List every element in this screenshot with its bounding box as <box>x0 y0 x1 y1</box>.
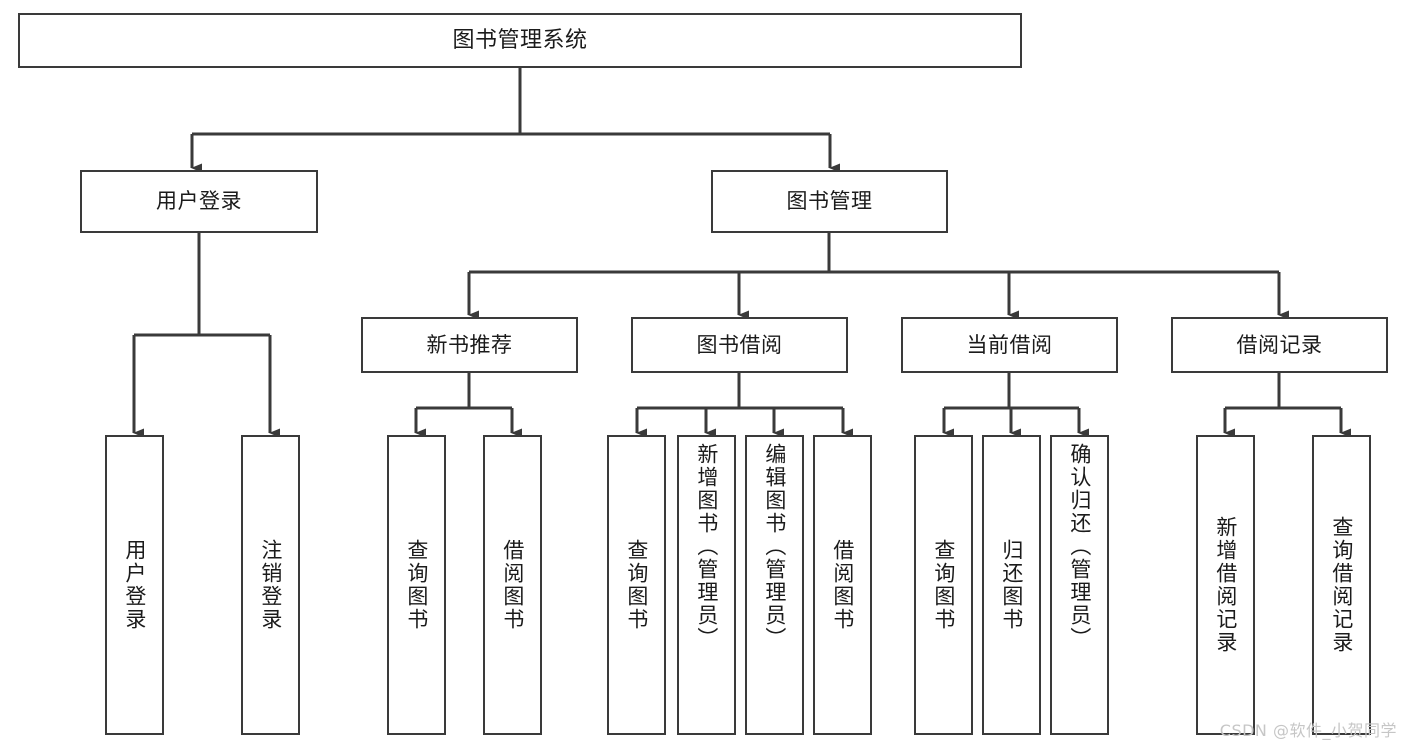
node-leaf-borrow-book-1[interactable]: 借阅图书 <box>483 435 542 735</box>
node-leaf-query-record-label: 查询借阅记录 <box>1329 516 1354 654</box>
node-leaf-query-book-1-label: 查询图书 <box>404 539 429 631</box>
node-leaf-borrow-book-1-label: 借阅图书 <box>500 539 525 631</box>
node-leaf-query-book-2[interactable]: 查询图书 <box>607 435 666 735</box>
node-leaf-query-book-3[interactable]: 查询图书 <box>914 435 973 735</box>
node-leaf-query-book-2-label: 查询图书 <box>624 539 649 631</box>
node-root-label: 图书管理系统 <box>452 27 588 53</box>
node-leaf-confirm-return[interactable]: 确认归还（管理员） <box>1050 435 1109 735</box>
node-leaf-user-login[interactable]: 用户登录 <box>105 435 164 735</box>
node-current-borrow[interactable]: 当前借阅 <box>901 317 1118 373</box>
node-leaf-logout-login-label: 注销登录 <box>258 539 283 631</box>
node-new-book-recommend-label: 新书推荐 <box>426 332 513 357</box>
node-leaf-edit-book[interactable]: 编辑图书（管理员） <box>745 435 804 735</box>
node-leaf-query-record[interactable]: 查询借阅记录 <box>1312 435 1371 735</box>
node-borrow-record[interactable]: 借阅记录 <box>1171 317 1388 373</box>
node-leaf-borrow-book-2[interactable]: 借阅图书 <box>813 435 872 735</box>
node-book-manage[interactable]: 图书管理 <box>711 170 948 233</box>
node-leaf-query-book-3-label: 查询图书 <box>931 539 956 631</box>
node-leaf-add-record[interactable]: 新增借阅记录 <box>1196 435 1255 735</box>
node-leaf-query-book-1[interactable]: 查询图书 <box>387 435 446 735</box>
node-book-borrow[interactable]: 图书借阅 <box>631 317 848 373</box>
node-borrow-record-label: 借阅记录 <box>1236 332 1323 357</box>
node-current-borrow-label: 当前借阅 <box>966 332 1053 357</box>
node-leaf-user-login-label: 用户登录 <box>122 539 147 631</box>
node-root[interactable]: 图书管理系统 <box>18 13 1022 68</box>
watermark: CSDN @软件_小贺同学 <box>1219 721 1397 740</box>
node-leaf-add-book[interactable]: 新增图书（管理员） <box>677 435 736 735</box>
node-leaf-return-book-label: 归还图书 <box>999 539 1024 631</box>
node-leaf-edit-book-label: 编辑图书（管理员） <box>762 443 787 650</box>
node-new-book-recommend[interactable]: 新书推荐 <box>361 317 578 373</box>
node-user-login[interactable]: 用户登录 <box>80 170 318 233</box>
node-leaf-add-record-label: 新增借阅记录 <box>1213 516 1238 654</box>
node-book-borrow-label: 图书借阅 <box>696 332 783 357</box>
node-user-login-label: 用户登录 <box>156 189 242 214</box>
node-book-manage-label: 图书管理 <box>786 189 873 214</box>
node-leaf-add-book-label: 新增图书（管理员） <box>694 443 719 650</box>
node-leaf-logout-login[interactable]: 注销登录 <box>241 435 300 735</box>
node-leaf-return-book[interactable]: 归还图书 <box>982 435 1041 735</box>
node-leaf-confirm-return-label: 确认归还（管理员） <box>1067 443 1092 650</box>
node-leaf-borrow-book-2-label: 借阅图书 <box>830 539 855 631</box>
